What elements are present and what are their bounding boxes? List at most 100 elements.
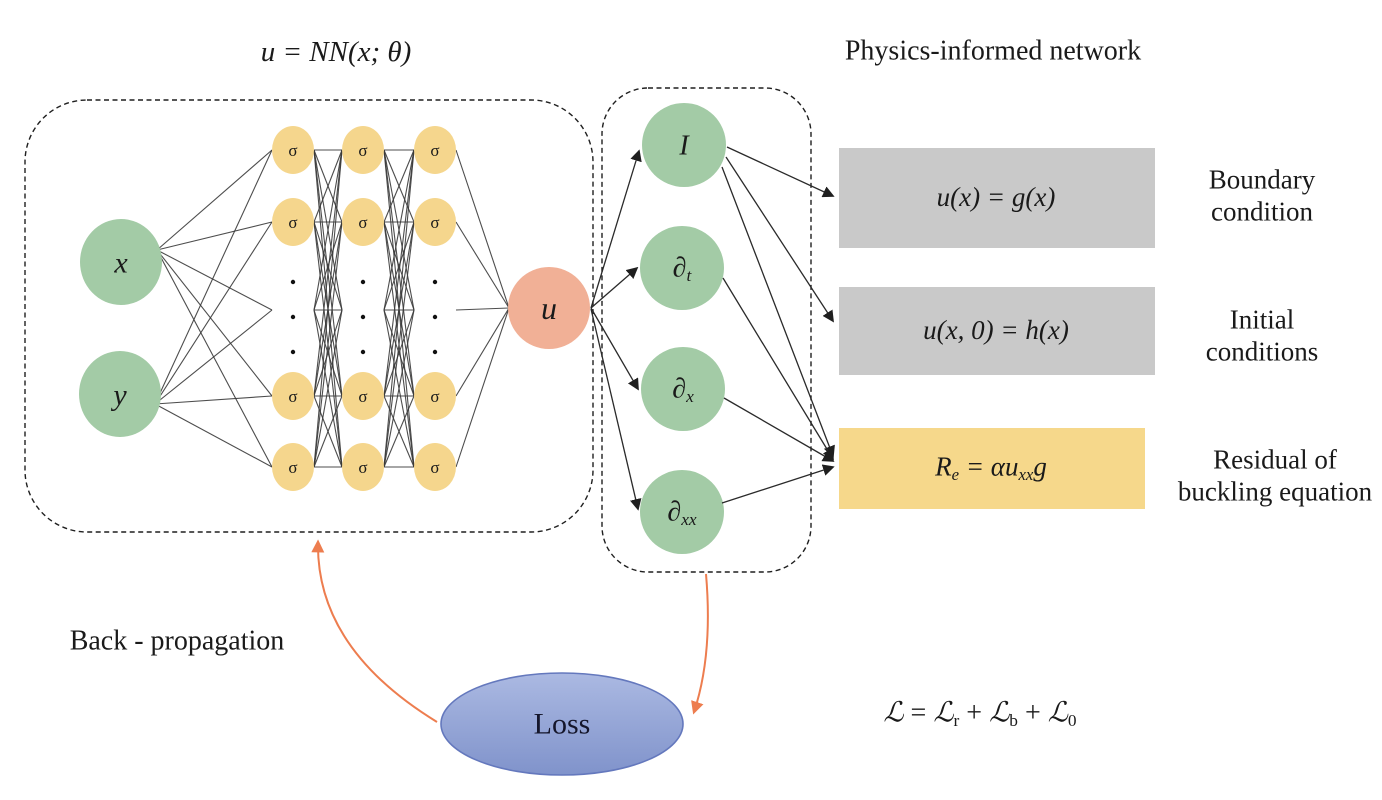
initial-condition-box (839, 287, 1155, 375)
output-node-u (508, 267, 590, 349)
connection-line (313, 221, 343, 311)
sigma-node-label: σ (430, 457, 440, 477)
connection-line (156, 149, 273, 251)
ellipsis-dot (290, 349, 296, 355)
equation-part: ∂ (672, 373, 687, 405)
connection-line (455, 307, 510, 397)
connection-line (313, 149, 343, 468)
input-node-x-label: x (114, 246, 128, 280)
operator-to-box-arrows (721, 146, 835, 504)
arrow-u-to-dx (590, 307, 639, 391)
output-node-u-label: u (541, 290, 557, 327)
equation-part: xx (681, 510, 697, 530)
loss-node (440, 672, 684, 776)
arrow-u-to-identity (590, 149, 642, 309)
connection-line (455, 149, 510, 309)
operator-dx-label: ∂x (672, 372, 694, 407)
sigma-node (342, 372, 384, 420)
connection-line (156, 221, 273, 251)
loss-input-arrow (691, 573, 709, 715)
equation-part: g (1033, 451, 1047, 482)
connection-line (313, 309, 343, 468)
operator-node-dxx (640, 470, 724, 554)
sigma-node-label: σ (288, 140, 298, 160)
loss-node-label: Loss (533, 707, 591, 741)
equation-part: e (951, 464, 960, 484)
arrow-identity-to-residual (721, 166, 835, 458)
operator-node-dt (640, 226, 724, 310)
operator-identity-label: I (679, 129, 688, 162)
equation-part: ℒ (1047, 697, 1068, 729)
connection-line (154, 309, 273, 405)
u-to-operator-arrows (590, 149, 642, 511)
connection-line (156, 249, 273, 311)
sigma-node-label: σ (358, 212, 368, 232)
connection-line (313, 149, 343, 223)
connection-line (313, 149, 343, 397)
connection-line (383, 309, 415, 468)
ellipsis-dot (360, 279, 366, 285)
connection-line (154, 395, 273, 405)
loss-formula: ℒ = ℒr + ℒb + ℒ0 (883, 696, 1076, 731)
boundary-condition-label: Boundary condition (1209, 164, 1315, 229)
initial-conditions-label: Initial conditions (1206, 304, 1319, 369)
equation-part: t (686, 266, 692, 286)
connection-line (455, 307, 510, 468)
residual-label-line1: Residual of (1213, 444, 1337, 475)
sigma-node (414, 126, 456, 174)
sigma-node (342, 126, 384, 174)
pinn-title: Physics-informed network (844, 35, 1142, 67)
sigma-node-label: σ (358, 140, 368, 160)
connection-line (313, 395, 343, 468)
equation-part: + (959, 697, 990, 729)
ellipsis-dot (290, 314, 296, 320)
sigma-node-label: σ (288, 212, 298, 232)
arrow-dxx-to-residual (721, 464, 835, 504)
arrow-identity-to-initial (725, 156, 834, 323)
equation-part: ℒ (933, 697, 954, 729)
equation-part: 0 (1067, 711, 1077, 731)
connection-line (154, 403, 273, 468)
initial-conditions-label-line1: Initial (1229, 304, 1295, 335)
sigma-node (272, 126, 314, 174)
residual-equation: Re = αuxxg (935, 451, 1047, 484)
equation-part: R (935, 451, 952, 482)
pinn-dashed-box (601, 87, 812, 573)
sigma-node-label: σ (430, 386, 440, 406)
sigma-node (272, 372, 314, 420)
sigma-node (414, 198, 456, 246)
connection-line (313, 149, 343, 311)
sigma-node (272, 198, 314, 246)
equation-part: u(x) = g(x) (936, 182, 1056, 213)
sigma-node (342, 198, 384, 246)
connection-line (383, 149, 415, 311)
sigma-node-label: σ (288, 457, 298, 477)
network-definition-title: u = NN(x; θ) (260, 35, 412, 68)
sigma-node-label: σ (358, 457, 368, 477)
ellipsis-dot (360, 349, 366, 355)
arrow-identity-to-boundary (726, 146, 835, 198)
connection-line (383, 221, 415, 311)
ellipsis-dot (290, 279, 296, 285)
connection-line (313, 309, 343, 397)
boundary-condition-label-line2: condition (1210, 197, 1313, 227)
ellipsis-dot (432, 279, 438, 285)
connection-line (154, 149, 273, 405)
equation-part: = (903, 697, 934, 729)
equation-part: = αu (959, 451, 1019, 482)
boundary-condition-equation: u(x) = g(x) (937, 182, 1056, 214)
input-node-y (79, 351, 161, 437)
ellipsis-dot (432, 349, 438, 355)
equation-part: + (1017, 697, 1048, 729)
connection-line (455, 307, 510, 311)
equation-part: ℒ (989, 697, 1010, 729)
input-node-y-label: y (113, 378, 127, 412)
ellipsis-dot (432, 314, 438, 320)
operator-dxx-label: ∂xx (667, 495, 696, 530)
arrow-dx-to-residual (723, 397, 835, 462)
ellipsis-dot (360, 314, 366, 320)
arrow-u-to-dxx (590, 308, 642, 511)
connection-line (383, 149, 415, 468)
